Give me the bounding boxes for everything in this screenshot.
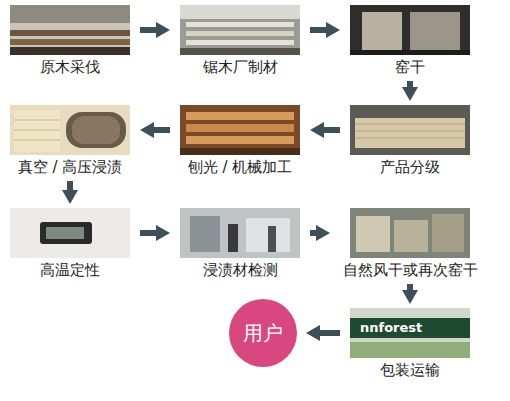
- packaging-photo: [350, 308, 470, 358]
- heat-fixation-photo: [10, 208, 130, 258]
- sawmill-photo: [180, 5, 300, 55]
- flow-arrow: [310, 230, 318, 236]
- node-label: 用户: [228, 298, 298, 368]
- impregnation-photo: [10, 105, 130, 155]
- process-step: 原木采伐: [8, 5, 132, 77]
- process-step: 产品分级: [348, 105, 472, 177]
- photo-area: [8, 105, 132, 155]
- step-caption: 刨光 / 机械加工: [178, 155, 302, 177]
- step-caption: 真空 / 高压浸渍: [8, 155, 132, 177]
- logging-photo: [10, 5, 130, 55]
- photo-area: [8, 5, 132, 55]
- flow-arrow: [67, 181, 73, 192]
- step-caption: 包装运输: [348, 358, 472, 380]
- flow-arrow: [318, 330, 340, 336]
- flow-arrow: [152, 127, 170, 133]
- step-caption: 窑干: [348, 55, 472, 77]
- step-caption: 自然风干或再次窑干: [338, 258, 482, 280]
- flow-arrow: [140, 230, 158, 236]
- process-step: 锯木厂制材: [178, 5, 302, 77]
- photo-area: [178, 208, 302, 258]
- process-step: 高温定性: [8, 208, 132, 280]
- planing-photo: [180, 105, 300, 155]
- step-caption: 产品分级: [348, 155, 472, 177]
- kiln-photo: [350, 5, 470, 55]
- photo-area: [338, 208, 482, 258]
- step-caption: 浸渍材检测: [178, 258, 302, 280]
- photo-area: [8, 208, 132, 258]
- photo-area: [178, 105, 302, 155]
- flow-arrow: [310, 27, 328, 33]
- flow-arrow: [322, 127, 340, 133]
- process-step: 浸渍材检测: [178, 208, 302, 280]
- process-step: 包装运输: [348, 308, 472, 380]
- air-drying-photo: [350, 208, 470, 258]
- process-step: 真空 / 高压浸渍: [8, 105, 132, 177]
- user-circle: 用户: [228, 298, 298, 368]
- flow-arrow: [407, 284, 413, 292]
- photo-area: [178, 5, 302, 55]
- step-caption: 原木采伐: [8, 55, 132, 77]
- flow-arrow: [407, 81, 413, 89]
- flow-arrow: [140, 27, 158, 33]
- grading-photo: [350, 105, 470, 155]
- step-caption: 高温定性: [8, 258, 132, 280]
- process-step: 刨光 / 机械加工: [178, 105, 302, 177]
- step-caption: 锯木厂制材: [178, 55, 302, 77]
- process-step: 窑干: [348, 5, 472, 77]
- sign-text: nnforest: [360, 320, 422, 335]
- photo-area: [348, 5, 472, 55]
- process-step: 自然风干或再次窑干: [338, 208, 482, 280]
- photo-area: [348, 105, 472, 155]
- testing-photo: [180, 208, 300, 258]
- circle-fill: [229, 299, 297, 367]
